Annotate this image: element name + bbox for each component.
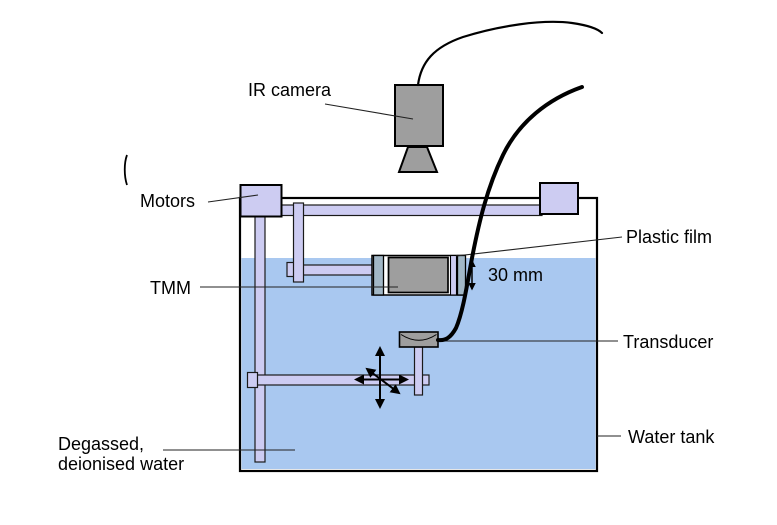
bottom-rod-end-cap — [246, 371, 259, 389]
transducer-focus-arc — [400, 334, 437, 341]
tmm-film-strip — [449, 254, 458, 296]
label-degassed-line1: Degassed, — [58, 434, 144, 454]
leader-plastic-film — [455, 236, 623, 257]
left-vertical-rod — [254, 215, 266, 463]
label-water-tank: Water tank — [628, 427, 715, 447]
tmm-body — [387, 256, 449, 294]
tmm-support-rod — [291, 264, 376, 276]
leader-ir-camera — [324, 103, 414, 120]
tmm-left-film-cap — [372, 254, 385, 296]
label-degassed-line2: deionised water — [58, 454, 184, 474]
transducer-body — [398, 331, 439, 348]
ir-camera-body — [394, 84, 444, 147]
label-tmm: TMM — [150, 278, 191, 298]
transducer-stem — [413, 346, 424, 396]
label-plastic-film: Plastic film — [626, 227, 712, 247]
vertical-slider-rod — [292, 202, 305, 283]
ir-camera-lens — [397, 146, 439, 173]
stray-mark — [123, 154, 128, 186]
motion-arrow-diagonal — [365, 367, 401, 395]
label-ir-camera: IR camera — [248, 80, 332, 100]
gantry-rail — [280, 204, 543, 217]
camera-cable — [416, 20, 604, 87]
label-transducer: Transducer — [623, 332, 713, 352]
label-30mm: 30 mm — [488, 265, 543, 285]
transducer-cable — [436, 85, 584, 343]
leader-motors — [207, 194, 259, 203]
right-motor-box — [539, 182, 579, 215]
left-motor-box — [239, 184, 283, 218]
label-motors: Motors — [140, 191, 195, 211]
